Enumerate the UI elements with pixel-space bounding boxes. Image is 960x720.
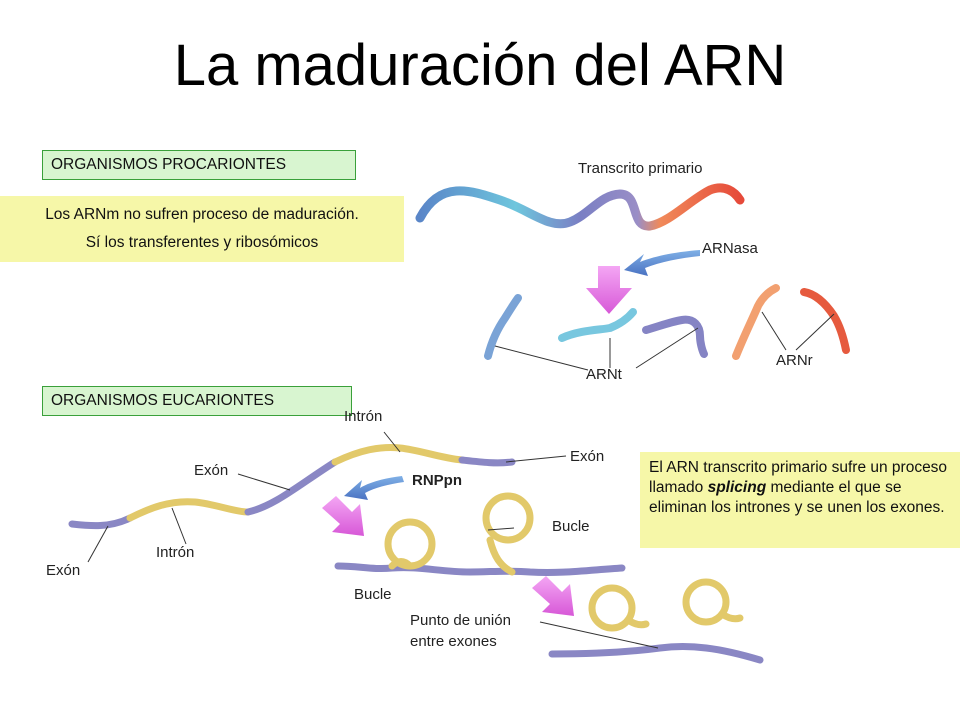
- label-exon-left: Exón: [46, 562, 81, 579]
- pre-mrna-intron-2: [331, 444, 466, 466]
- label-trna: ARNt: [586, 366, 622, 383]
- label-intron-top: Intrón: [344, 408, 383, 425]
- label-junction-line2: entre exones: [410, 633, 497, 650]
- pre-mrna-exon-3: [458, 456, 516, 467]
- label-rnase: ARNasa: [702, 240, 758, 257]
- eukaryotes-note-part2: mediante el que se eliminan los intrones…: [649, 479, 945, 516]
- free-lariat-right: [682, 578, 744, 626]
- label-loop-right: Bucle: [552, 518, 590, 535]
- label-loop-left: Bucle: [354, 586, 392, 603]
- label-rnppn: RNPpn: [412, 472, 462, 489]
- prokaryotes-header: ORGANISMOS PROCARIONTES: [42, 150, 356, 180]
- page-title: La maduración del ARN: [173, 33, 787, 98]
- label-rrna: ARNr: [776, 352, 813, 369]
- rrna-piece-1: [732, 284, 780, 360]
- eukaryotes-header-text: ORGANISMOS EUCARIONTES: [51, 392, 275, 409]
- free-lariat-left: [588, 584, 650, 632]
- lariat-exon-strand: [334, 562, 626, 577]
- step-arrow-2: [532, 576, 574, 616]
- rnppn-arrow: [344, 476, 404, 500]
- pre-mrna-intron-1: [126, 498, 252, 522]
- eukaryotes-note-part1: El ARN transcrito primario sufre un proc…: [649, 459, 948, 496]
- eukaryotes-note-emphasis: splicing: [707, 479, 767, 496]
- step-arrow-1: [322, 496, 364, 536]
- label-exon-right: Exón: [570, 448, 605, 465]
- mature-mrna-strand: [548, 643, 764, 664]
- label-intron-bottom: Intrón: [156, 544, 195, 561]
- label-junction-line1: Punto de unión: [410, 612, 511, 629]
- prokaryotes-note: Los ARNm no sufren proceso de maduración…: [0, 196, 404, 262]
- rrna-piece-2: [800, 288, 850, 354]
- eukaryotes-note: El ARN transcrito primario sufre un proc…: [640, 452, 960, 548]
- down-step-arrow: [586, 266, 632, 314]
- label-exon-mid: Exón: [194, 462, 229, 479]
- lariat-loop-left: [384, 518, 436, 570]
- pre-mrna-exon-1: [68, 514, 134, 530]
- rnase-arrow: [624, 250, 700, 276]
- trna-piece-3: [642, 315, 708, 358]
- trna-piece-1: [484, 294, 522, 360]
- prokaryotes-note-line2: Sí los transferentes y ribosómicos: [85, 234, 319, 251]
- primary-transcript-strand: [415, 183, 745, 231]
- trna-piece-2: [558, 308, 637, 342]
- eukaryotes-header: ORGANISMOS EUCARIONTES: [42, 386, 352, 416]
- pre-mrna-exon-2: [244, 458, 339, 516]
- label-junction: Punto de unión entre exones: [410, 610, 511, 652]
- lariat-loop-right: [482, 492, 534, 576]
- prokaryotes-note-line1: Los ARNm no sufren proceso de maduración…: [45, 206, 359, 223]
- prokaryotes-header-text: ORGANISMOS PROCARIONTES: [51, 156, 287, 173]
- label-primary-transcript: Transcrito primario: [578, 160, 703, 177]
